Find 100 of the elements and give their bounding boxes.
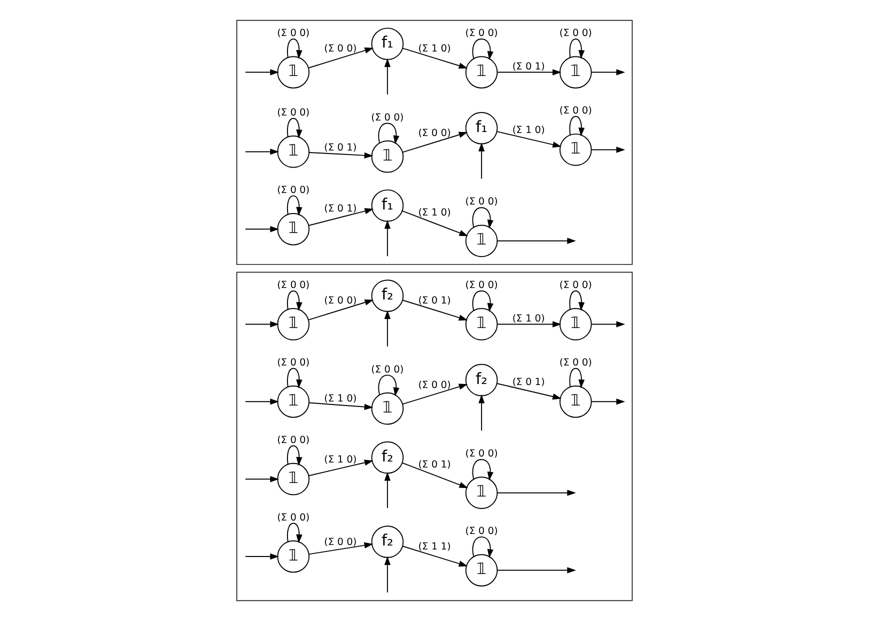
cluster (236, 272, 633, 602)
node-circle: f₁ (371, 189, 404, 222)
arrow (569, 116, 585, 136)
arrow (496, 567, 576, 574)
arrow (472, 38, 494, 60)
arrow (308, 542, 374, 555)
node-circle: f₂ (465, 364, 498, 396)
arrow (308, 402, 374, 410)
arrow (496, 131, 562, 148)
arrow (472, 207, 494, 229)
arrow (496, 238, 576, 244)
arrow (286, 290, 302, 311)
edge-label: (Σ 0 0) (277, 184, 310, 196)
arrow (308, 47, 374, 68)
edge-label: (Σ 0 1) (418, 296, 451, 307)
arrow (244, 69, 279, 76)
arrow (384, 556, 391, 593)
arrow (286, 522, 302, 544)
edge-label: (Σ 0 0) (277, 434, 310, 446)
node-circle: 𝟙 (465, 308, 498, 340)
edge-label: (Σ 0 0) (324, 536, 357, 548)
node-circle: 𝟙 (559, 134, 592, 166)
node-circle: 𝟙 (465, 554, 498, 586)
node-circle: 𝟙 (277, 56, 310, 88)
edge-label: (Σ 0 0) (465, 28, 498, 40)
arrow (384, 310, 391, 347)
arrow (472, 459, 494, 481)
arrow (286, 445, 302, 466)
node-circle: 𝟙 (559, 56, 592, 88)
arrow (569, 368, 585, 388)
node-circle: 𝟙 (371, 140, 404, 173)
node-circle: 𝟙 (465, 476, 498, 509)
node-circle: 𝟙 (465, 224, 498, 258)
arrow (591, 146, 626, 153)
node-circle: 𝟙 (277, 462, 310, 496)
edge-label: (Σ 0 0) (418, 380, 451, 391)
arrow (591, 69, 626, 76)
arrow (308, 460, 374, 476)
edge-label: (Σ 0 0) (277, 107, 310, 118)
arrow (286, 118, 302, 138)
node-circle: f₁ (465, 112, 498, 144)
arrow (496, 490, 576, 496)
arrow (286, 38, 302, 60)
edge-label: (Σ 0 0) (324, 44, 357, 55)
arrow (402, 546, 468, 567)
edge-label: (Σ 0 0) (371, 364, 404, 376)
edge-label: (Σ 0 0) (465, 448, 498, 460)
node-circle: 𝟙 (277, 308, 310, 340)
arrow (378, 122, 400, 144)
edge-label: (Σ 0 0) (559, 28, 592, 40)
edge-label: (Σ 0 1) (418, 459, 451, 470)
arrow (384, 220, 391, 257)
arrow (308, 299, 374, 320)
arrow (244, 148, 279, 155)
edge-label: (Σ 1 0) (418, 207, 451, 218)
edge-label: (Σ 1 1) (418, 542, 451, 553)
arrow (244, 321, 279, 328)
node-circle: 𝟙 (277, 386, 310, 418)
node-circle: 𝟙 (465, 56, 498, 88)
arrow (402, 48, 468, 69)
edge-label: (Σ 1 0) (512, 313, 545, 324)
edge-label: (Σ 1 0) (418, 44, 451, 55)
edge-label: (Σ 0 0) (559, 357, 592, 368)
arrow (496, 69, 562, 76)
arrow (478, 394, 485, 432)
node-circle: 𝟙 (371, 392, 404, 425)
edge-label: (Σ 0 0) (277, 28, 310, 40)
arrow (244, 398, 279, 405)
arrow (308, 152, 374, 158)
edge-label: (Σ 0 1) (512, 377, 545, 388)
arrow (496, 382, 562, 400)
arrow (496, 321, 562, 328)
node-circle: f₂ (371, 526, 404, 558)
edge-label: (Σ 0 1) (324, 203, 357, 214)
node-circle: 𝟙 (277, 540, 310, 573)
edge-label: (Σ 0 0) (418, 128, 451, 140)
edge-label: (Σ 0 1) (512, 61, 545, 72)
arrow (402, 462, 468, 488)
arrow (286, 368, 302, 388)
edge-label: (Σ 0 1) (324, 142, 357, 154)
arrow (591, 321, 626, 328)
edge-label: (Σ 0 0) (465, 280, 498, 291)
node-circle: f₁ (371, 28, 404, 60)
edge-label: (Σ 0 0) (324, 296, 357, 307)
arrow (478, 142, 485, 180)
arrow (244, 476, 279, 482)
edge-label: (Σ 0 0) (371, 112, 404, 124)
arrow (569, 38, 585, 60)
arrow (402, 210, 468, 236)
edge-label: (Σ 0 0) (465, 526, 498, 537)
arrow (384, 58, 391, 95)
arrow (402, 384, 468, 405)
arrow (286, 195, 302, 216)
arrow (402, 300, 468, 321)
arrow (244, 553, 279, 560)
edge-label: (Σ 0 0) (277, 357, 310, 368)
arrow (591, 398, 626, 405)
edge-label: (Σ 1 0) (324, 394, 357, 405)
edge-label: (Σ 0 0) (277, 512, 310, 524)
node-circle: 𝟙 (559, 386, 592, 418)
